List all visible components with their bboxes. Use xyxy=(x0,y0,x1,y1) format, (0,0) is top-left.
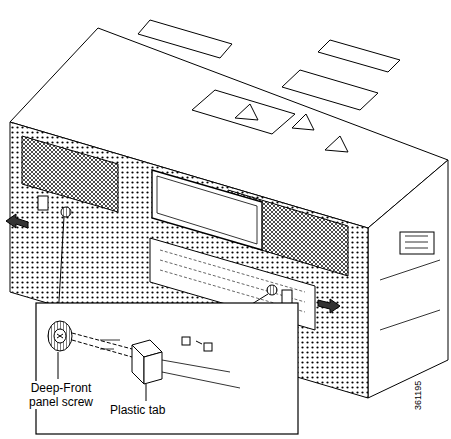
callout-label: Plastic tab xyxy=(108,403,167,417)
figure-number: 361195 xyxy=(411,379,425,412)
callout-label: Deep-Front panel screw xyxy=(18,381,104,409)
chassis-side xyxy=(368,160,448,398)
detail-inset xyxy=(36,303,298,434)
